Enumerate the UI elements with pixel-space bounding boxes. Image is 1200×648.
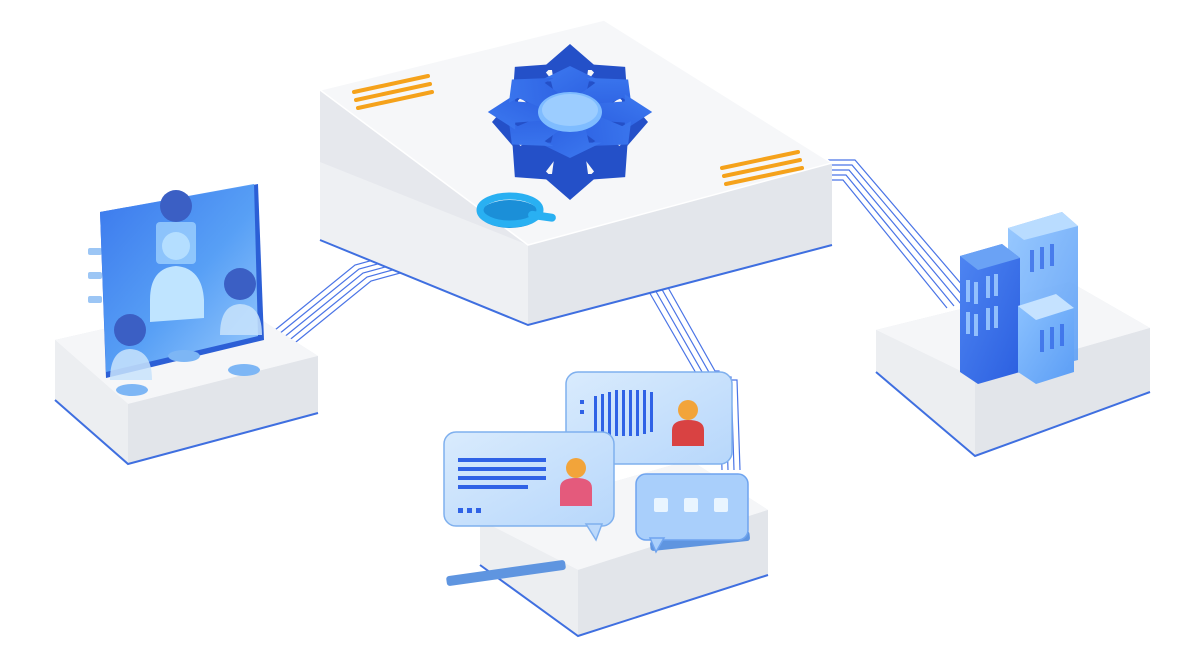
orange-stripes-left [352,74,434,110]
people-panel-icon [88,184,264,396]
snowflake-arrows-icon [487,44,653,200]
chat-bubble-icon [635,473,749,554]
buildings-platform [875,212,1151,458]
central-hub-icon [318,19,834,327]
chat-card-icon [443,431,615,542]
people-platform [54,184,319,466]
office-buildings-icon [960,212,1078,384]
orange-stripes-right [720,150,804,186]
chat-platform [443,371,769,638]
person-avatar-icon [672,400,704,446]
search-ring-icon [476,192,556,228]
person-avatar-icon [560,458,592,506]
